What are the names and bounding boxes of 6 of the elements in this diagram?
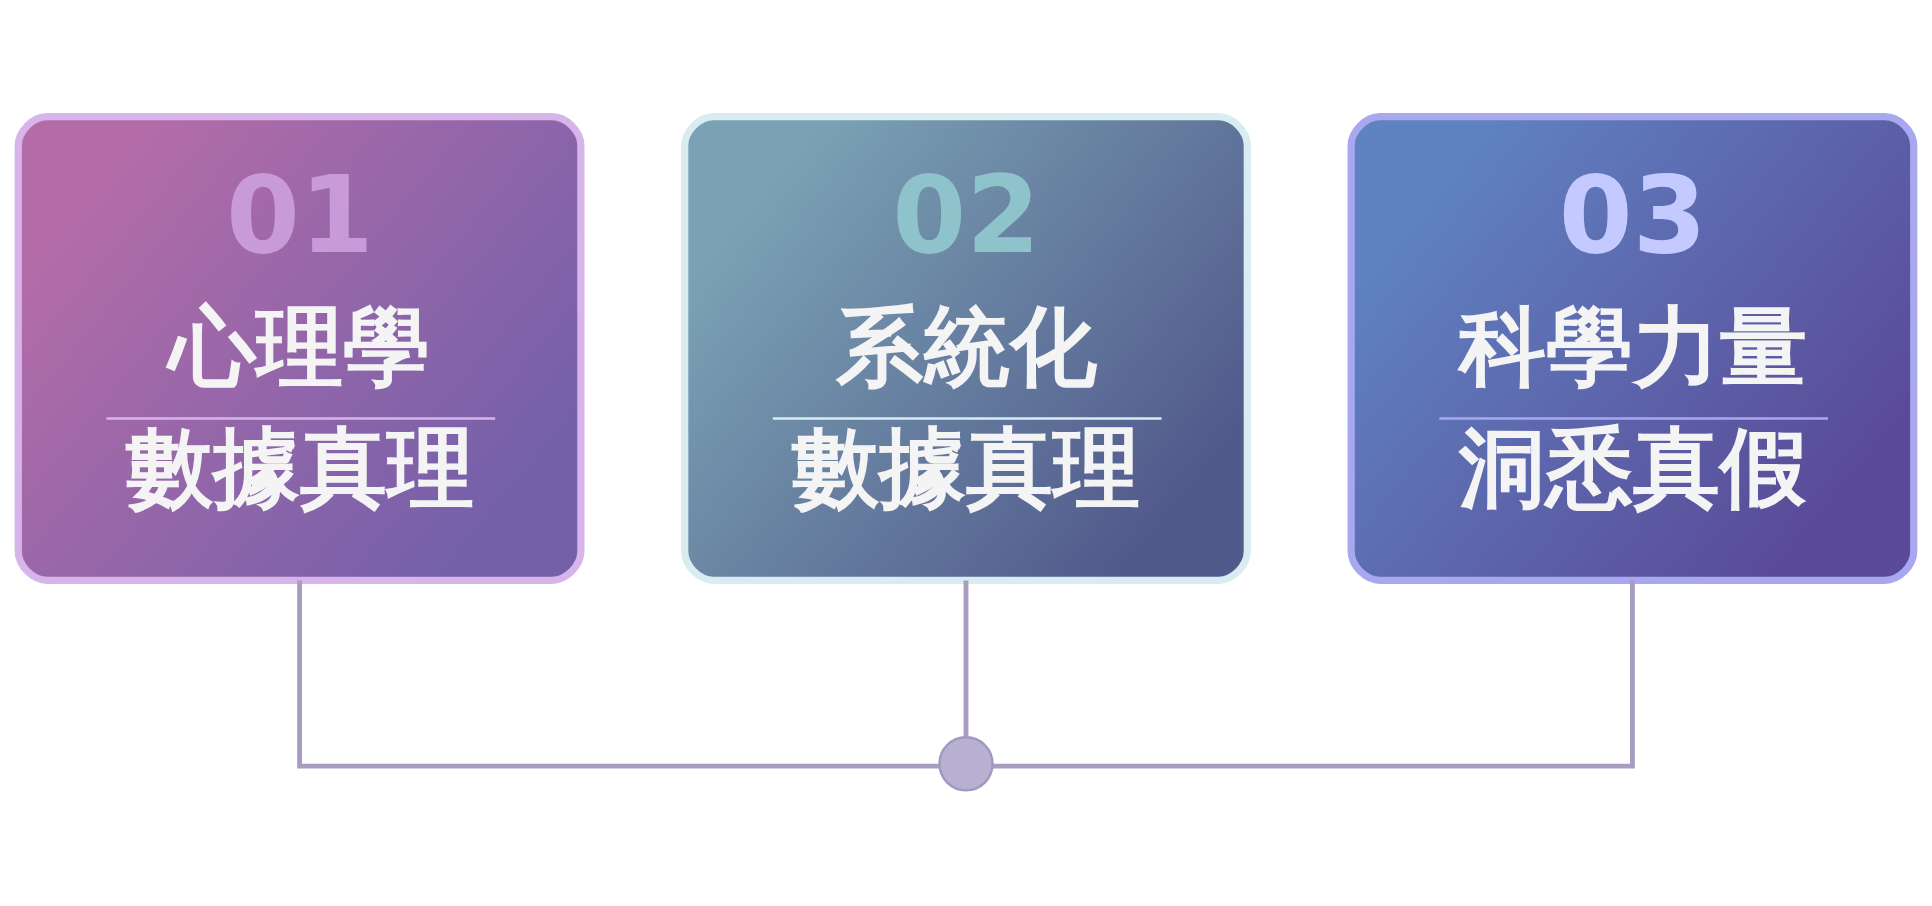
connector — [297, 580, 940, 769]
node-box: 03 科學力量 洞悉真假 — [1347, 112, 1918, 584]
connector — [992, 580, 1635, 769]
node-box: 02 系統化 數據真理 — [681, 112, 1251, 584]
connector — [963, 579, 969, 737]
node-circle — [938, 735, 994, 792]
